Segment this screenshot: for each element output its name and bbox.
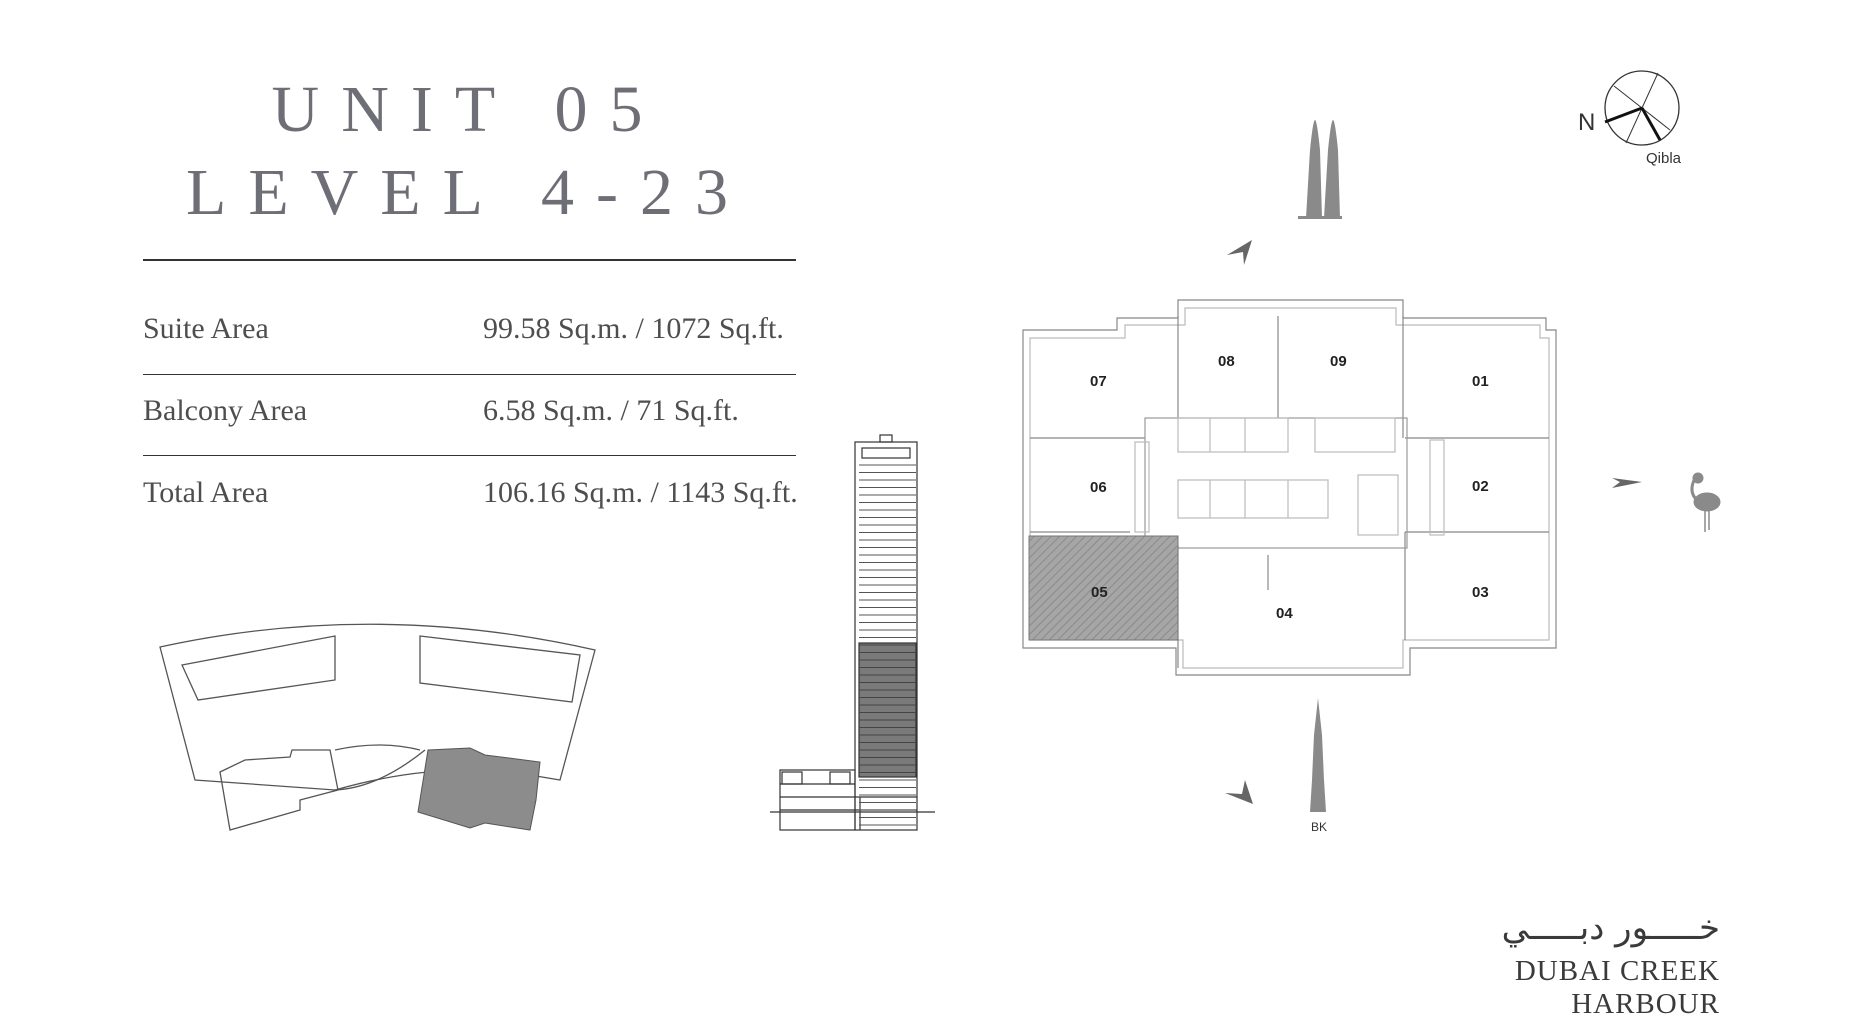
page-title-level: LEVEL 4-23 bbox=[186, 156, 750, 229]
north-label: N bbox=[1578, 109, 1595, 136]
suite-area-label: Suite Area bbox=[143, 312, 269, 345]
highlighted-unit-05 bbox=[1028, 535, 1179, 641]
highlighted-tower-footprint bbox=[417, 747, 541, 831]
area-row-total: Total Area 106.16 Sq.m. / 1143 Sq.ft. bbox=[143, 476, 798, 536]
balcony-area-value: 6.58 Sq.m. / 71 Sq.ft. bbox=[483, 394, 739, 427]
area-row-suite: Suite Area 99.58 Sq.m. / 1072 Sq.ft. bbox=[143, 312, 796, 372]
unit-labels: 07 08 09 01 06 02 05 04 03 bbox=[1090, 353, 1489, 622]
landmark-label: BK bbox=[1311, 820, 1327, 834]
brand-logo-english: DUBAI CREEK HARBOUR bbox=[1514, 955, 1720, 1020]
unit-label: 09 bbox=[1330, 353, 1347, 370]
brand-logo-arabic: خـــــور دبـــــي bbox=[1501, 908, 1720, 948]
floor-plan bbox=[1022, 299, 1557, 676]
flamingo-icon bbox=[1690, 472, 1721, 532]
direction-arrow-icon bbox=[1225, 240, 1642, 804]
unit-label: 05 bbox=[1091, 584, 1108, 601]
unit-label: 07 bbox=[1090, 373, 1107, 390]
row-divider bbox=[143, 455, 796, 456]
twin-towers-landmark-icon bbox=[1298, 120, 1342, 219]
burj-landmark-icon: BK bbox=[1310, 698, 1327, 834]
qibla-label: Qibla bbox=[1646, 150, 1682, 167]
page-title-unit: UNIT 05 bbox=[271, 73, 665, 146]
unit-label: 06 bbox=[1090, 479, 1107, 496]
balcony-area-label: Balcony Area bbox=[143, 394, 308, 427]
tower-elevation bbox=[770, 434, 935, 831]
total-area-value: 106.16 Sq.m. / 1143 Sq.ft. bbox=[483, 476, 798, 509]
tower-floor-lines bbox=[859, 464, 916, 826]
unit-label: 01 bbox=[1472, 373, 1489, 390]
unit-label: 03 bbox=[1472, 584, 1489, 601]
unit-label: 04 bbox=[1276, 605, 1293, 622]
unit-label: 08 bbox=[1218, 353, 1235, 370]
site-key-plan bbox=[159, 623, 596, 831]
title-divider bbox=[143, 259, 796, 261]
row-divider bbox=[143, 374, 796, 375]
area-row-balcony: Balcony Area 6.58 Sq.m. / 71 Sq.ft. bbox=[143, 394, 796, 454]
suite-area-value: 99.58 Sq.m. / 1072 Sq.ft. bbox=[483, 312, 784, 345]
compass-icon: N Qibla bbox=[1578, 70, 1682, 167]
unit-label: 02 bbox=[1472, 478, 1489, 495]
total-area-label: Total Area bbox=[143, 476, 269, 509]
